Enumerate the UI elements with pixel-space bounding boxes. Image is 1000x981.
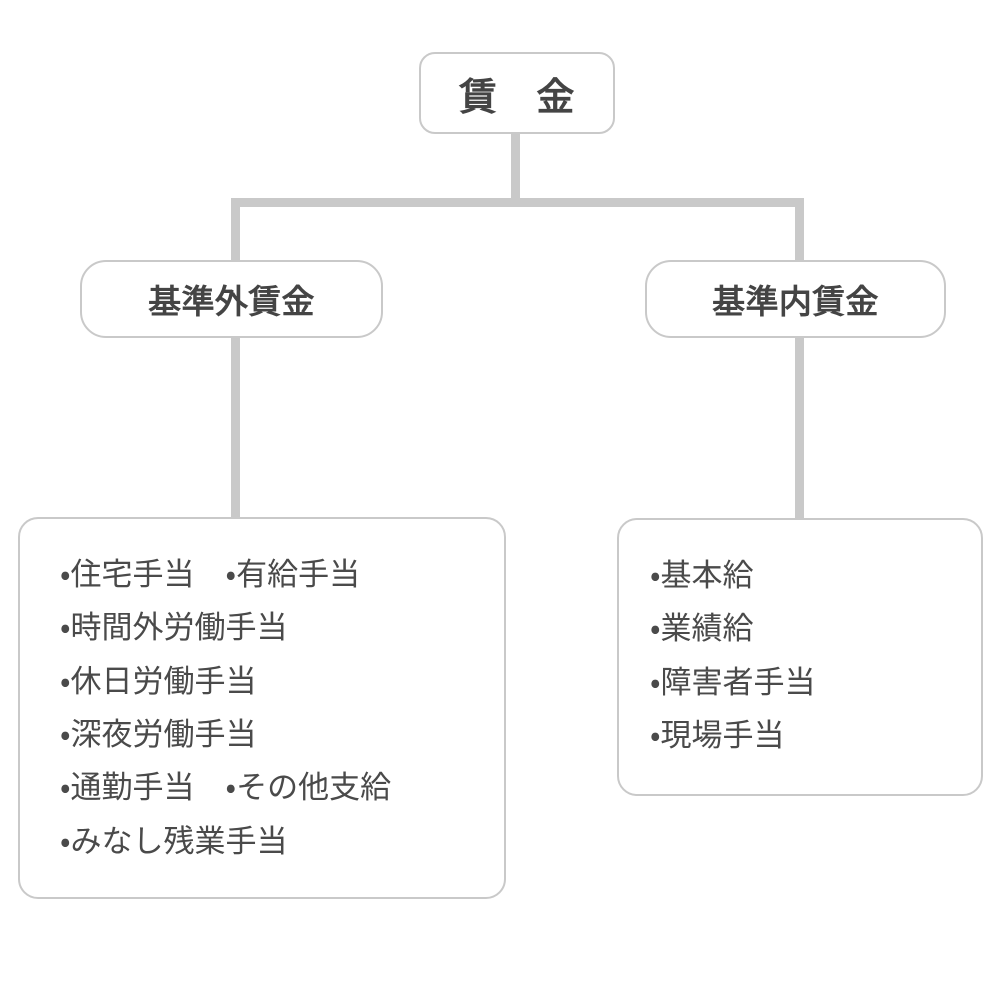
node-branch-kijunnai[interactable]: 基準内賃金	[645, 260, 946, 338]
connector-left-down	[231, 198, 240, 266]
node-branch-kijunnai-label: 基準内賃金	[712, 282, 879, 321]
connector-right-branch-to-list	[795, 334, 804, 524]
connector-right-down	[795, 198, 804, 266]
connector-horizontal	[231, 198, 804, 207]
connector-left-branch-to-list	[231, 334, 240, 524]
node-root-label: 賃 金	[458, 74, 576, 119]
node-branch-kijungai-label: 基準外賃金	[148, 282, 315, 321]
list-item: ・業績給	[650, 611, 754, 648]
node-list-kijunnai-items[interactable]: ・基本給 ・業績給 ・障害者手当 ・現場手当	[617, 518, 983, 796]
list-item: ・みなし残業手当	[60, 823, 288, 860]
list-item: ・住宅手当 ・有給手当	[60, 557, 361, 593]
connector-root-down	[511, 134, 520, 202]
kijungai-item-list: ・住宅手当 ・有給手当 ・時間外労働手当 ・休日労働手当 ・深夜労働手当 ・通勤…	[20, 549, 504, 869]
list-item: ・深夜労働手当	[60, 716, 257, 753]
node-list-kijungai-items[interactable]: ・住宅手当 ・有給手当 ・時間外労働手当 ・休日労働手当 ・深夜労働手当 ・通勤…	[18, 517, 506, 899]
node-root-wages[interactable]: 賃 金	[419, 52, 615, 134]
node-branch-kijungai[interactable]: 基準外賃金	[80, 260, 383, 338]
list-item: ・休日労働手当	[60, 663, 257, 700]
list-item: ・障害者手当	[650, 664, 816, 701]
list-item: ・現場手当	[650, 717, 785, 754]
list-item: ・通勤手当 ・その他支給	[60, 770, 392, 807]
list-item: ・時間外労働手当	[60, 610, 288, 647]
kijunnai-item-list: ・基本給 ・業績給 ・障害者手当 ・現場手当	[619, 550, 981, 763]
list-item: ・基本給	[650, 558, 754, 594]
